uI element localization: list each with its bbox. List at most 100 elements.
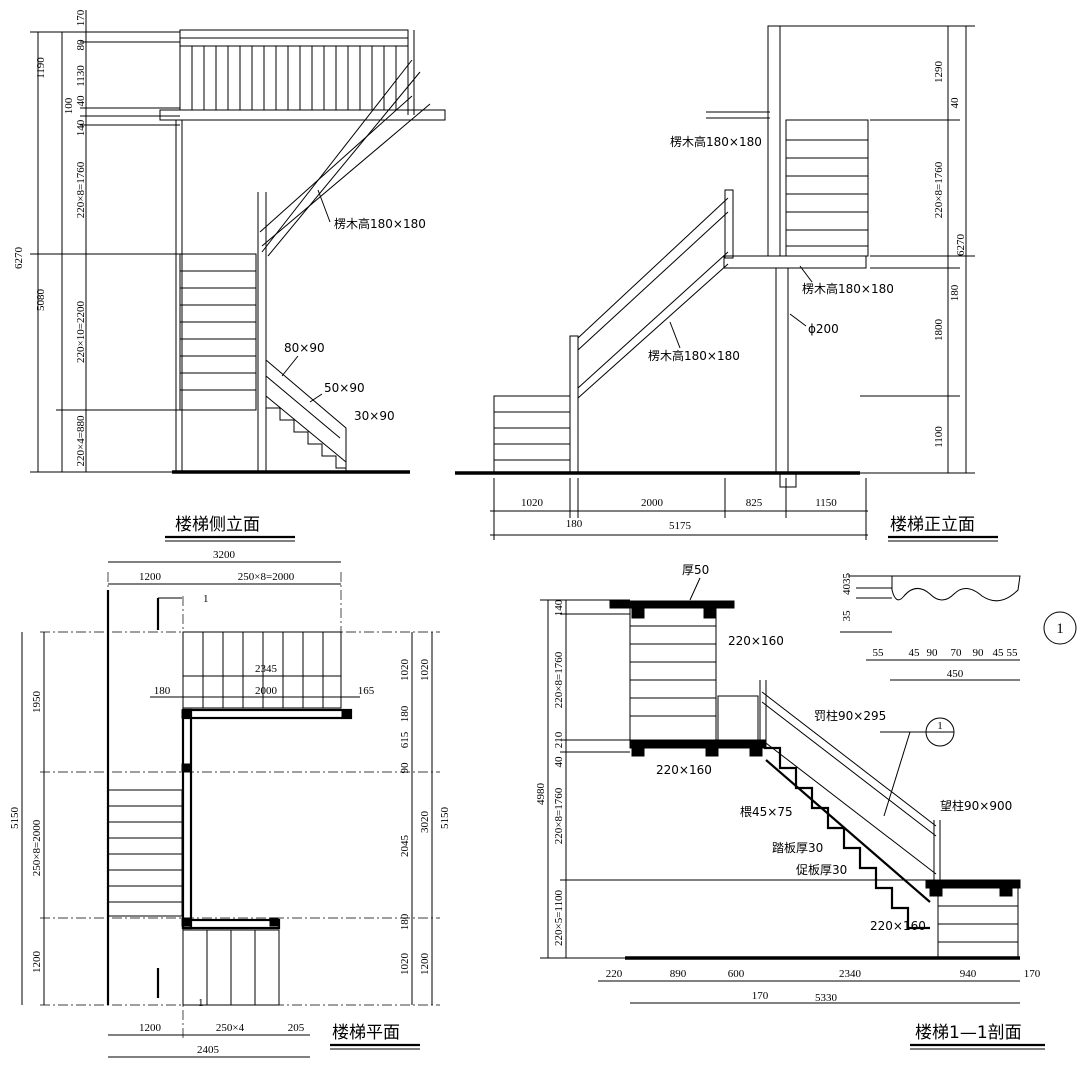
plan-dim-5150-left: 5150 (9, 807, 21, 830)
sec-dim-220-b: 220 (606, 968, 623, 980)
sec-dim-2340: 2340 (839, 968, 862, 980)
plan-section-mark-top: 1 (203, 593, 209, 605)
sec-dim-170-r: 170 (1024, 968, 1041, 980)
sec-label-thick50: 厚50 (682, 563, 709, 577)
plan-dim-3200: 3200 (213, 549, 236, 561)
sec-dim-140: 140 (553, 599, 565, 616)
side-dim-40: 40 (75, 95, 87, 107)
front-dim-1020: 1020 (521, 497, 544, 509)
sec-dim-170-m: 170 (752, 990, 769, 1002)
plan-dim-1020-c: 1020 (399, 953, 411, 976)
front-dim-2000: 2000 (641, 497, 664, 509)
sec-callout-number: 1 (937, 720, 943, 732)
front-label-beam-1: 楞木高180×180 (670, 134, 762, 149)
plan-dim-1200-top: 1200 (139, 571, 162, 583)
sec-dim-940: 940 (960, 968, 977, 980)
front-label-phi200: ϕ200 (808, 322, 839, 336)
side-dim-220x8: 220×8=1760 (75, 161, 87, 218)
front-dim-180-b: 180 (566, 518, 583, 530)
plan-view: 1 1 3200 1200 250×8=2000 2345 180 2000 1… (9, 549, 451, 1058)
front-dim-1100: 1100 (933, 426, 945, 448)
front-dim-825: 825 (746, 497, 763, 509)
plan-dim-165: 165 (358, 685, 375, 697)
side-dim-220x4: 220×4=880 (75, 415, 87, 466)
side-dim-1130: 1130 (75, 65, 87, 87)
sec-label-tread: 踏板厚30 (772, 841, 823, 855)
front-elevation-title: 楼梯正立面 (890, 515, 975, 535)
sec-label-220x160-a: 220×160 (728, 634, 784, 648)
sec-label-column: 罚柱90×295 (814, 708, 886, 723)
plan-dim-250x4: 250×4 (216, 1022, 245, 1034)
plan-dim-5150-right: 5150 (439, 807, 451, 830)
detail-dim-70: 70 (951, 647, 963, 659)
plan-dim-90: 90 (399, 762, 411, 774)
sec-dim-4980: 4980 (535, 783, 547, 806)
sec-dim-220x8-a: 220×8=1760 (553, 651, 565, 708)
side-label-80x90: 80×90 (284, 341, 325, 355)
front-label-beam-3: 楞木高180×180 (648, 348, 740, 363)
front-dim-1290: 1290 (933, 61, 945, 84)
plan-dim-180-r1: 180 (399, 705, 411, 722)
sec-label-220x160-c: 220×160 (870, 919, 926, 933)
sec-label-newel: 望柱90×900 (940, 798, 1012, 813)
sec-dim-40: 40 (553, 756, 565, 768)
plan-section-mark-bottom: 1 (198, 997, 204, 1009)
side-elevation-view: 1190 6270 5080 170 80 1130 40 100 140 22… (13, 9, 446, 542)
front-dim-5175: 5175 (669, 520, 692, 532)
front-dim-1150: 1150 (815, 497, 837, 509)
front-label-beam-2: 楞木高180×180 (802, 281, 894, 296)
plan-dim-2345: 2345 (255, 663, 278, 675)
plan-dim-2000: 2000 (255, 685, 278, 697)
front-dim-40: 40 (949, 97, 961, 109)
side-dim-140: 140 (75, 119, 87, 136)
plan-title: 楼梯平面 (332, 1023, 400, 1043)
front-dim-180: 180 (949, 284, 961, 301)
plan-dim-250x8: 250×8=2000 (238, 571, 295, 583)
front-dim-220x8: 220×8=1760 (933, 161, 945, 218)
plan-dim-1020-a: 1020 (399, 659, 411, 682)
detail-dim-55-b: 55 (1007, 647, 1019, 659)
front-dim-6270: 6270 (955, 234, 967, 257)
section-view: 140 220×8=1760 210 40 4980 220×8=1760 22… (535, 563, 1077, 1050)
sec-dim-210: 210 (553, 731, 565, 748)
front-dim-1800: 1800 (933, 319, 945, 342)
side-label-beam: 楞木高180×180 (334, 216, 426, 231)
side-dim-1190: 1190 (35, 57, 47, 79)
plan-dim-3020: 3020 (419, 811, 431, 834)
plan-dim-180-left: 180 (154, 685, 171, 697)
plan-dim-2045: 2045 (399, 835, 411, 858)
plan-dim-1020-b: 1020 (419, 659, 431, 682)
side-label-50x90: 50×90 (324, 381, 365, 395)
sec-dim-890: 890 (670, 968, 687, 980)
detail-dim-4035: 4035 (841, 573, 853, 596)
section-title: 楼梯1—1剖面 (915, 1023, 1022, 1043)
plan-dim-1950: 1950 (31, 691, 43, 714)
plan-dim-615: 615 (399, 731, 411, 748)
side-elevation-title: 楼梯侧立面 (175, 515, 260, 535)
sec-label-220x160-b: 220×160 (656, 763, 712, 777)
plan-dim-2405: 2405 (197, 1044, 220, 1056)
detail-dim-55-a: 55 (873, 647, 885, 659)
sec-dim-600: 600 (728, 968, 745, 980)
front-elevation-view: 1290 40 220×8=1760 6270 180 1800 1100 10… (455, 25, 998, 542)
sec-label-riser: 促板厚30 (796, 863, 847, 877)
detail-dim-35: 35 (841, 610, 853, 622)
detail-dim-90-b: 90 (973, 647, 985, 659)
plan-dim-1200-right: 1200 (419, 953, 431, 976)
plan-dim-1200-left: 1200 (31, 951, 43, 974)
sec-dim-5330: 5330 (815, 992, 838, 1004)
detail-dim-45-b: 45 (993, 647, 1005, 659)
side-dim-5080: 5080 (35, 289, 47, 312)
plan-dim-250x8-left: 250×8=2000 (31, 819, 43, 876)
side-dim-170: 170 (75, 9, 87, 26)
detail-dim-90-a: 90 (927, 647, 939, 659)
side-label-30x90: 30×90 (354, 409, 395, 423)
detail-dim-450: 450 (947, 668, 964, 680)
detail-dim-45-a: 45 (909, 647, 921, 659)
side-dim-220x10: 220×10=2200 (75, 301, 87, 363)
detail-number-badge: 1 (1056, 621, 1064, 637)
side-dim-100: 100 (63, 97, 75, 114)
plan-dim-180-r2: 180 (399, 913, 411, 930)
